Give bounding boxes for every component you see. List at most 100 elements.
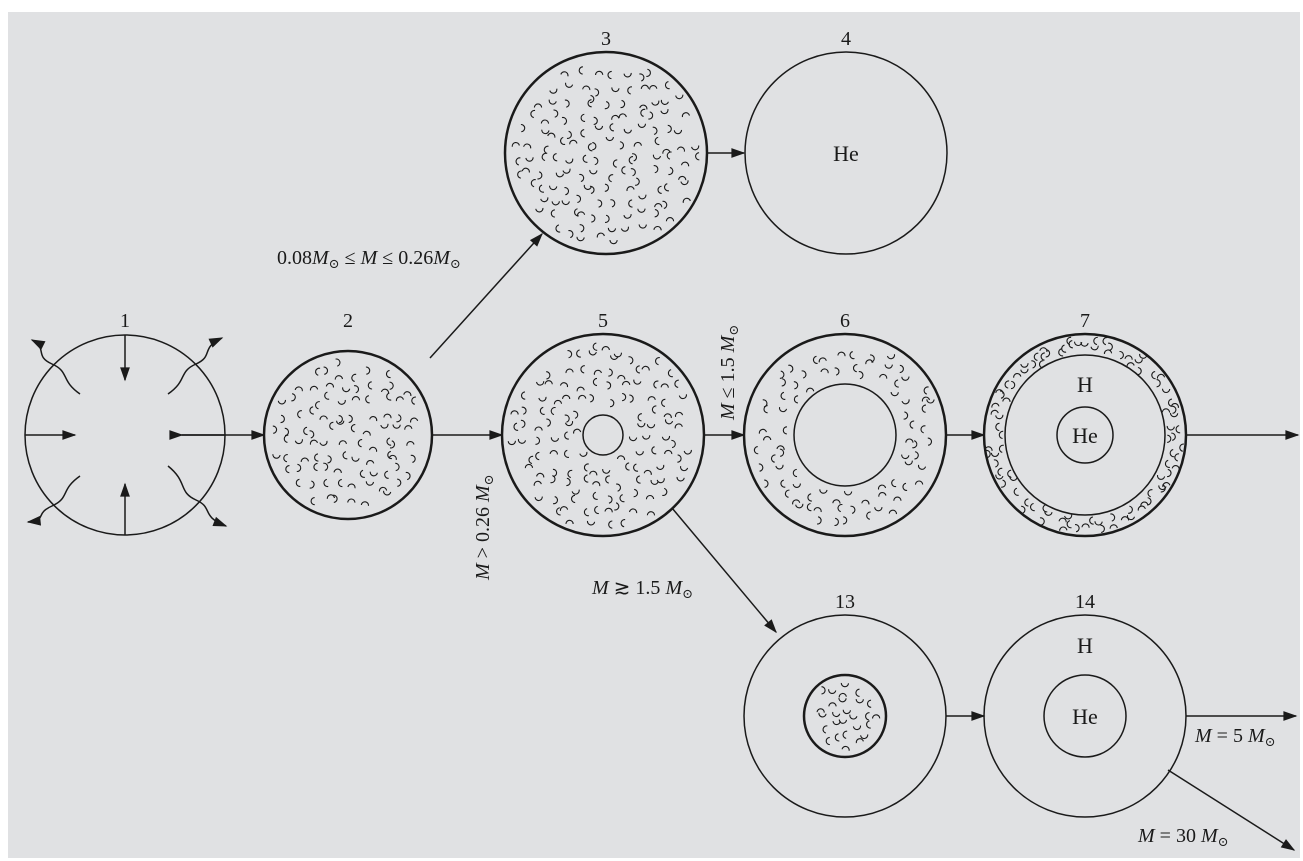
convection-swirl [779,448,785,457]
convection-swirl [549,185,558,191]
convection-swirl [991,402,1000,408]
convection-swirl [995,389,1004,394]
convection-swirl [628,356,634,365]
convection-swirl [309,385,319,391]
convection-swirl [1164,459,1170,468]
convection-swirl [561,200,570,206]
convection-swirl [392,424,401,429]
convection-swirl [583,184,592,190]
convection-swirl [901,454,910,460]
convection-swirl [277,399,286,405]
convection-swirl [334,375,343,380]
convection-swirl [548,99,557,105]
convection-swirl [616,455,626,461]
convection-swirl [578,394,587,400]
star-5-number: 5 [598,310,608,332]
label-mass-eq-5: M = 5 M⊙ [1194,725,1276,749]
convection-swirl [607,495,613,504]
convection-swirl [1033,352,1039,361]
convection-swirl [541,152,547,162]
convection-swirl [272,454,281,459]
convection-swirl [611,114,620,120]
convection-swirl [627,86,633,95]
convection-swirl [852,725,862,731]
convection-swirl [834,367,840,376]
convection-swirl [984,446,993,451]
star-6-convection [753,351,935,527]
convection-swirl [573,410,579,419]
convection-swirl [362,430,371,436]
convection-swirl [1020,368,1029,374]
convection-swirl [309,430,315,439]
convection-swirl [552,496,558,505]
convection-swirl [592,342,598,351]
convection-swirl [1066,520,1072,529]
convection-swirl [323,366,329,375]
convection-swirl [616,483,621,492]
convection-swirl [520,419,526,429]
convection-swirl [561,394,571,400]
convection-swirl [395,396,405,402]
convection-swirl [573,428,582,434]
convection-swirl [309,406,314,415]
star-13-core [802,673,888,759]
convection-swirl [1038,360,1044,369]
convection-swirl [1031,360,1037,369]
convection-swirl [628,508,638,514]
convection-swirl [336,420,345,425]
convection-swirl [1147,497,1152,506]
convection-swirl [566,477,571,487]
convection-swirl [886,354,896,360]
convection-swirl [899,364,904,374]
convection-swirl [607,70,612,80]
convection-swirl [674,423,683,429]
convection-swirl [628,436,638,442]
convection-swirl [637,422,646,428]
convection-swirl [410,454,416,463]
radiation-arrow-upper-left [30,339,81,395]
convection-swirl [577,211,586,217]
convection-swirl [920,425,926,434]
convection-swirl [583,474,589,483]
convection-swirl [776,445,785,451]
convection-swirl [583,508,589,517]
convection-swirl [1160,484,1166,493]
convection-swirl [639,104,648,110]
convection-swirl [605,475,610,484]
convection-swirl [1000,390,1005,399]
convection-swirl [660,99,669,105]
convection-swirl [579,173,585,183]
convection-swirl [832,711,841,718]
convection-swirl [534,496,543,502]
convection-swirl [587,99,592,108]
convection-swirl [609,398,615,408]
convection-swirl [838,719,848,724]
convection-swirl [540,119,550,124]
convection-swirl [565,519,574,525]
convection-swirl [869,354,875,363]
convection-swirl [837,351,846,357]
convection-swirl [593,369,602,375]
convection-swirl [535,381,545,386]
convection-swirl [678,175,687,181]
convection-swirl [411,396,416,405]
convection-swirl [592,481,601,487]
convection-swirl [405,472,411,481]
convection-swirl [622,392,627,402]
convection-swirl [546,418,551,427]
convection-swirl [291,393,296,402]
convection-swirl [403,391,412,397]
convection-swirl [656,478,665,484]
convection-swirl [295,478,301,487]
convection-swirl [849,351,855,360]
convection-swirl [661,435,671,441]
convection-swirl [530,179,536,188]
convection-swirl [368,446,378,452]
star-7-number: 7 [1080,310,1090,332]
convection-swirl [780,391,786,400]
convection-swirl [657,185,662,194]
convection-swirl [589,470,598,476]
convection-swirl [990,452,1000,458]
convection-swirl [995,414,1004,420]
radiation-arrow-lower-left [26,475,81,526]
